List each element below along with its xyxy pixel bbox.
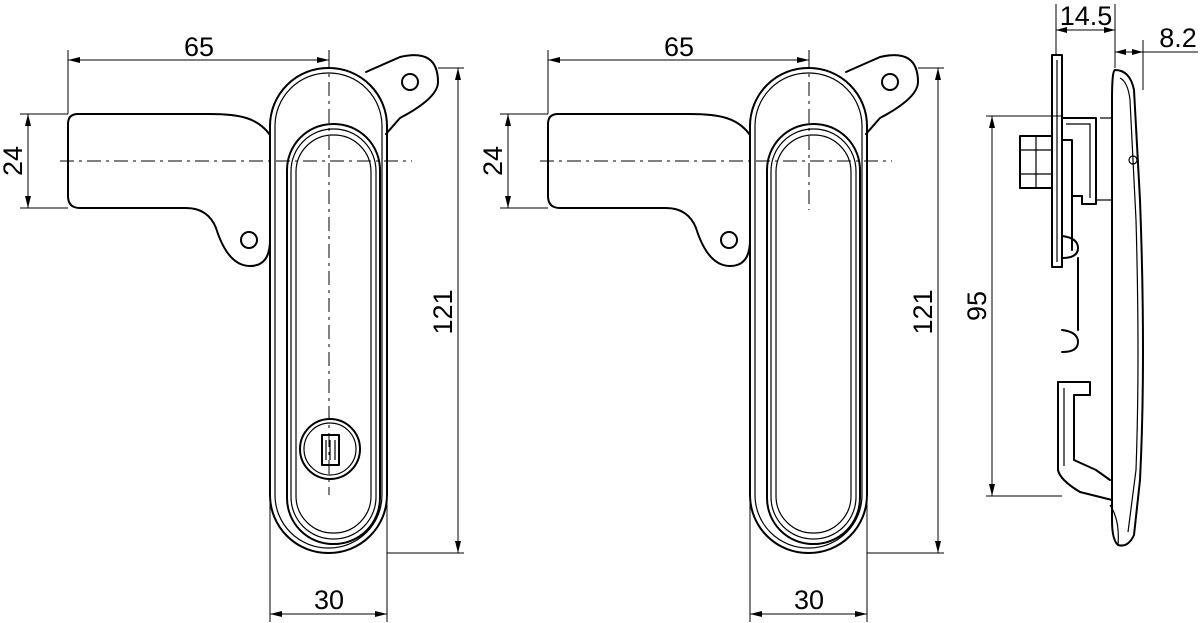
dimension-lever-length: 65 <box>547 32 810 114</box>
dimension-hole-spacing: 95 <box>962 115 1062 497</box>
handle-outline <box>67 54 439 555</box>
dimension-label: 65 <box>184 32 214 62</box>
dimension-label: 95 <box>962 291 992 321</box>
dimension-label: 14.5 <box>1060 1 1113 31</box>
handle-profile <box>1111 69 1144 547</box>
lower-hook <box>1057 381 1111 481</box>
dimension-body-width: 30 <box>749 480 868 622</box>
side-view: 14.5 8.2 95 <box>962 1 1198 547</box>
dimension-label: 24 <box>0 146 28 176</box>
dimension-label: 8.2 <box>1159 23 1197 53</box>
dimension-label: 121 <box>908 289 938 334</box>
stud <box>1061 235 1079 259</box>
key-lock-icon <box>299 418 361 480</box>
dimension-lever-height: 24 <box>478 113 548 209</box>
latch-bracket <box>1061 117 1097 205</box>
dimension-label: 24 <box>478 146 508 176</box>
pivot-icon <box>1128 155 1138 165</box>
stud <box>1061 329 1079 353</box>
dimension-lever-length: 65 <box>67 32 330 114</box>
dimension-label: 121 <box>428 289 458 334</box>
dimension-overall-height: 121 <box>867 67 944 554</box>
front-view-with-lock: 65 24 121 30 <box>0 32 464 622</box>
dimension-label: 30 <box>314 585 344 615</box>
dimension-body-width: 30 <box>269 480 388 622</box>
dimension-depth-front: 8.2 <box>1115 23 1198 90</box>
dimension-overall-height: 121 <box>387 67 464 554</box>
dimension-label: 30 <box>794 585 824 615</box>
dimension-depth-total: 14.5 <box>1055 1 1116 68</box>
nut-icon <box>1019 135 1053 189</box>
handle-outline <box>547 54 919 555</box>
front-view-without-lock: 65 24 121 30 <box>478 32 944 622</box>
dimension-label: 65 <box>664 32 694 62</box>
dimension-lever-height: 24 <box>0 113 68 209</box>
